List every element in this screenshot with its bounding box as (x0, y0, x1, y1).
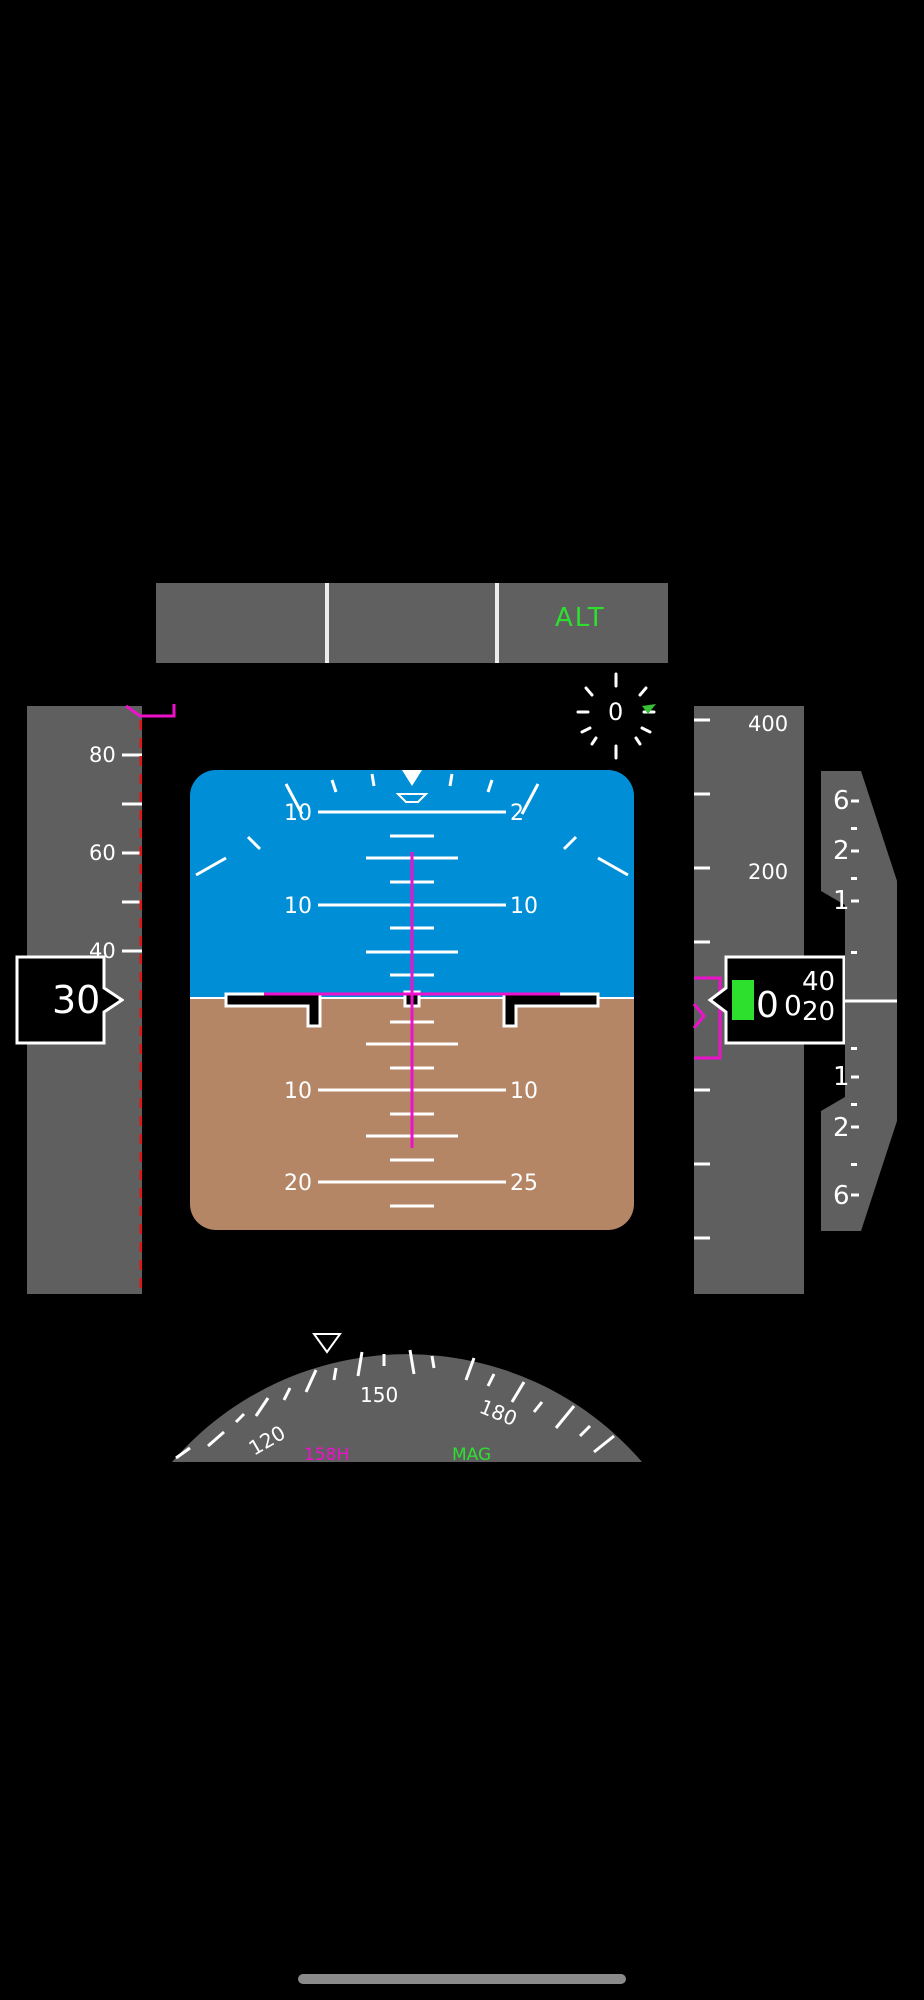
compass-rose (172, 1354, 642, 1462)
flight-mode-annunciator (156, 583, 668, 663)
fma-altitude-mode: ALT (555, 603, 606, 633)
altitude-ticks (694, 718, 710, 1240)
vertical-speed-indicator: 6 2 1 1 2 6 (821, 771, 897, 1231)
altitude-negative-flag (732, 980, 754, 1020)
speed-label-80: 80 (89, 743, 116, 767)
fma-divider (325, 583, 329, 663)
vsi-label-down-6: 6 (833, 1181, 850, 1211)
selected-heading: 158H (304, 1445, 349, 1462)
altitude-bug (692, 976, 722, 1060)
pitch-label-partial-up-right: 2 (510, 801, 524, 826)
altitude-roller-lower: 20 (802, 997, 835, 1027)
heading-indicator: 120 150 180 158H MAG (172, 1320, 642, 1465)
pitch-label-partial-down-left: 20 (284, 1171, 312, 1196)
slip-value: 0 (608, 698, 623, 726)
altitude-readout: 0 0 40 20 (707, 955, 846, 1045)
altitude-thousands: 0 (756, 985, 779, 1026)
slip-trapezoid (395, 793, 429, 803)
vsi-label-down-1: 1 (833, 1062, 850, 1092)
speed-ticks (122, 753, 142, 953)
home-indicator[interactable] (298, 1974, 626, 1984)
heading-label-150: 150 (360, 1383, 398, 1407)
fma-divider (495, 583, 499, 663)
attitude-indicator: 10 2 10 10 10 10 20 25 (190, 770, 634, 1230)
pitch-label-up-left: 10 (284, 894, 312, 919)
vsi-label-down-2: 2 (833, 1113, 850, 1143)
pitch-label-up-right: 10 (510, 894, 538, 919)
speed-label-60: 60 (89, 841, 116, 865)
vsi-label-up-1: 1 (833, 886, 850, 916)
heading-pointer (312, 1333, 342, 1354)
altitude-roller-upper: 40 (802, 967, 835, 997)
compass-ticks (175, 1349, 615, 1460)
speed-bug (125, 704, 176, 718)
heading-reference: MAG (452, 1445, 491, 1462)
bank-pointer (402, 770, 422, 786)
flight-director (264, 852, 560, 1148)
pitch-label-partial-up-left: 10 (284, 801, 312, 826)
altitude-label-200: 200 (748, 860, 788, 884)
pitch-label-partial-down-right: 25 (510, 1171, 538, 1196)
airspeed-value: 30 (52, 978, 100, 1022)
altitude-label-400: 400 (748, 712, 788, 736)
vsi-label-up-2: 2 (833, 836, 850, 866)
slip-indicator: 0 (576, 672, 656, 760)
pitch-label-down-right: 10 (510, 1079, 538, 1104)
slip-green-marker (642, 704, 656, 714)
airspeed-readout: 30 (15, 955, 124, 1045)
altitude-hundreds: 0 (784, 989, 802, 1022)
vsi-label-up-6: 6 (833, 786, 850, 816)
bank-scale (195, 773, 629, 877)
pitch-label-down-left: 10 (284, 1079, 312, 1104)
